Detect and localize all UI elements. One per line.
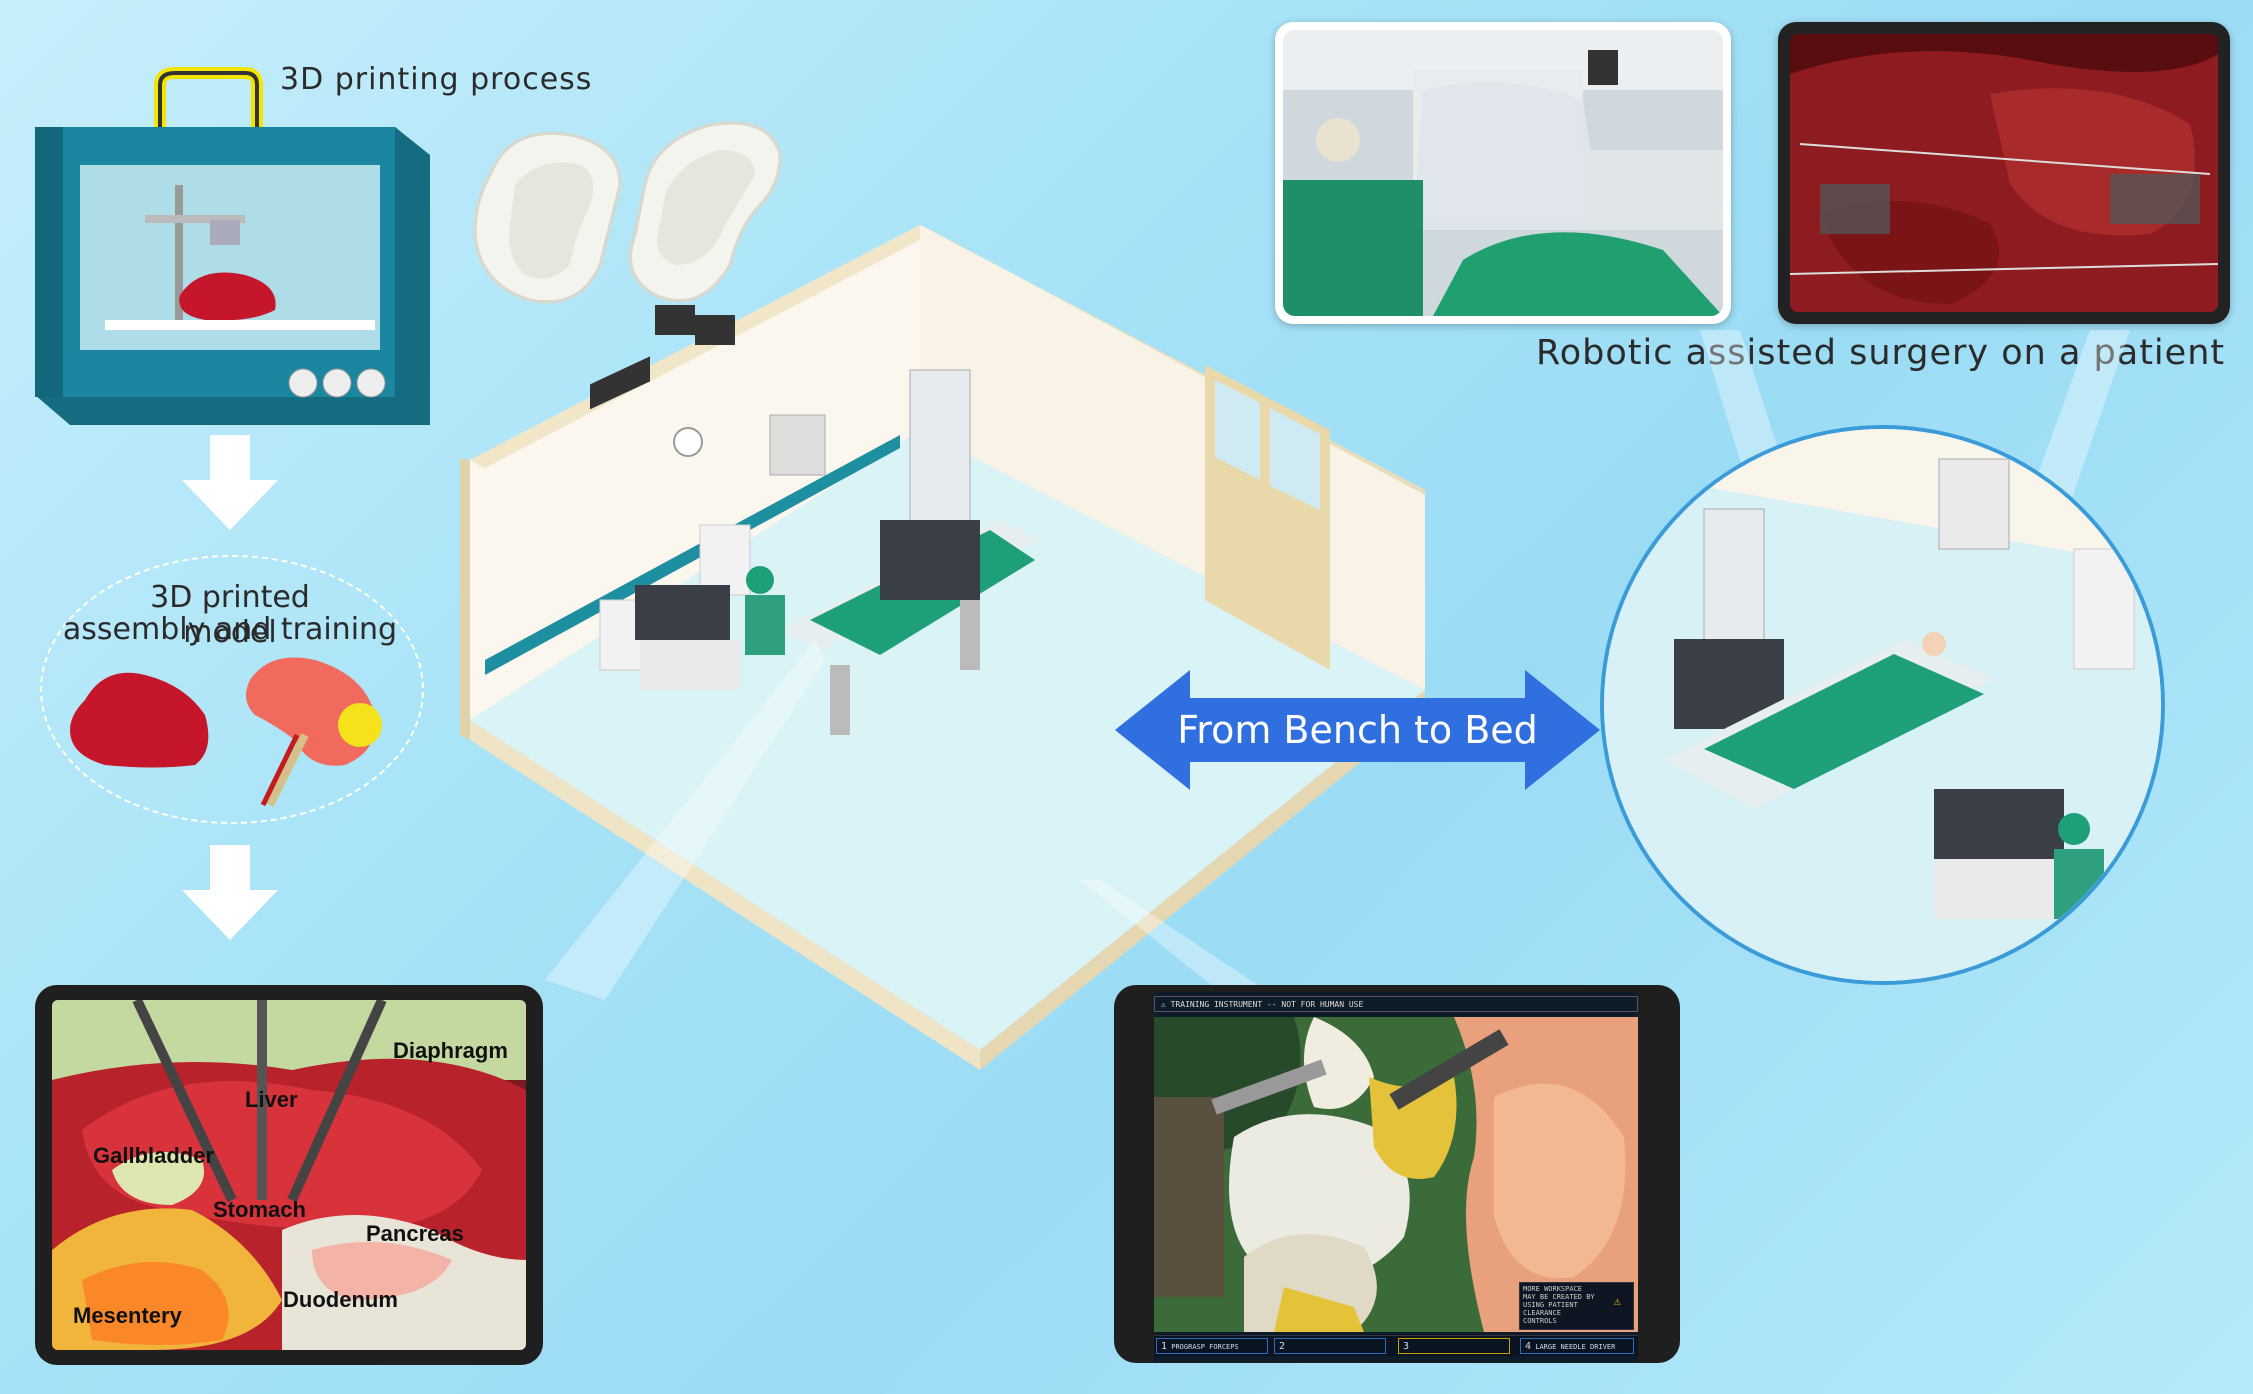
endoscope-view [1154,1017,1638,1332]
arm2-slot: 2 [1274,1338,1386,1354]
bench-to-bed-label: From Bench to Bed [1177,708,1538,752]
arm3-num: 3 [1403,1341,1410,1352]
assembly-title-line2: assembly and training [62,612,398,647]
workspace-notice: MORE WORKSPACE MAY BE CREATED BY USING P… [1519,1282,1634,1330]
printing-process-title: 3D printing process [280,62,593,97]
label-gallbladder: Gallbladder [93,1143,215,1168]
down-arrow-1 [180,435,280,535]
arm4-slot: 4 LARGE NEEDLE DRIVER [1520,1338,1634,1354]
printed-molds [470,115,790,315]
workspace-notice-line5: CONTROLS [1523,1317,1557,1325]
arm4-num: 4 [1525,1341,1532,1352]
arm4-label: LARGE NEEDLE DRIVER [1535,1343,1616,1351]
printed-organs [65,655,405,807]
console-screen: ⚠ TRAINING INSTRUMENT -- NOT FOR HUMAN U… [1154,992,1638,1362]
printer-illustration [35,65,435,435]
assembly-bubble [40,555,424,824]
organ-model-photo [52,1000,526,1350]
arm-status-bar: 1 PROGRASP FORCEPS 2 3 4 LARGE NEEDLE DR… [1154,1335,1638,1356]
operating-room-illustration [460,220,1460,1070]
or-photo [1283,30,1723,316]
light-beam-right [1080,880,1280,1000]
caution-icon: ⚠ [1613,1294,1621,1308]
arm1-num: 1 [1161,1341,1168,1352]
workspace-notice-line1: MORE WORKSPACE [1523,1285,1583,1293]
warning-banner: ⚠ TRAINING INSTRUMENT -- NOT FOR HUMAN U… [1154,996,1638,1012]
patient-or-circle [1600,425,2165,985]
label-stomach: Stomach [213,1197,306,1222]
label-pancreas: Pancreas [366,1221,464,1246]
endoscope-photo [1790,34,2218,312]
bench-to-bed-arrow [1115,670,1600,790]
robotic-surgery-caption: Robotic assisted surgery on a patient [1536,333,2226,373]
assembly-title-line1: 3D printed model [150,580,310,650]
down-arrow-2 [180,845,280,945]
workspace-notice-line2: MAY BE CREATED BY [1523,1293,1595,1301]
workspace-notice-line4: CLEARANCE [1523,1309,1561,1317]
warning-icon: ⚠ [1161,1000,1171,1009]
label-mesentery: Mesentery [73,1303,182,1328]
warning-banner-text: TRAINING INSTRUMENT -- NOT FOR HUMAN USE [1170,1000,1364,1009]
arm3-slot: 3 [1398,1338,1510,1354]
arm2-num: 2 [1279,1341,1286,1352]
label-liver: Liver [245,1087,298,1112]
light-beam-left [545,640,825,1000]
label-diaphragm: Diaphragm [393,1038,508,1063]
arm1-label: PROGRASP FORCEPS [1171,1343,1239,1351]
workspace-notice-line3: USING PATIENT [1523,1301,1578,1309]
arm1-slot: 1 PROGRASP FORCEPS [1156,1338,1268,1354]
label-duodenum: Duodenum [283,1287,398,1312]
